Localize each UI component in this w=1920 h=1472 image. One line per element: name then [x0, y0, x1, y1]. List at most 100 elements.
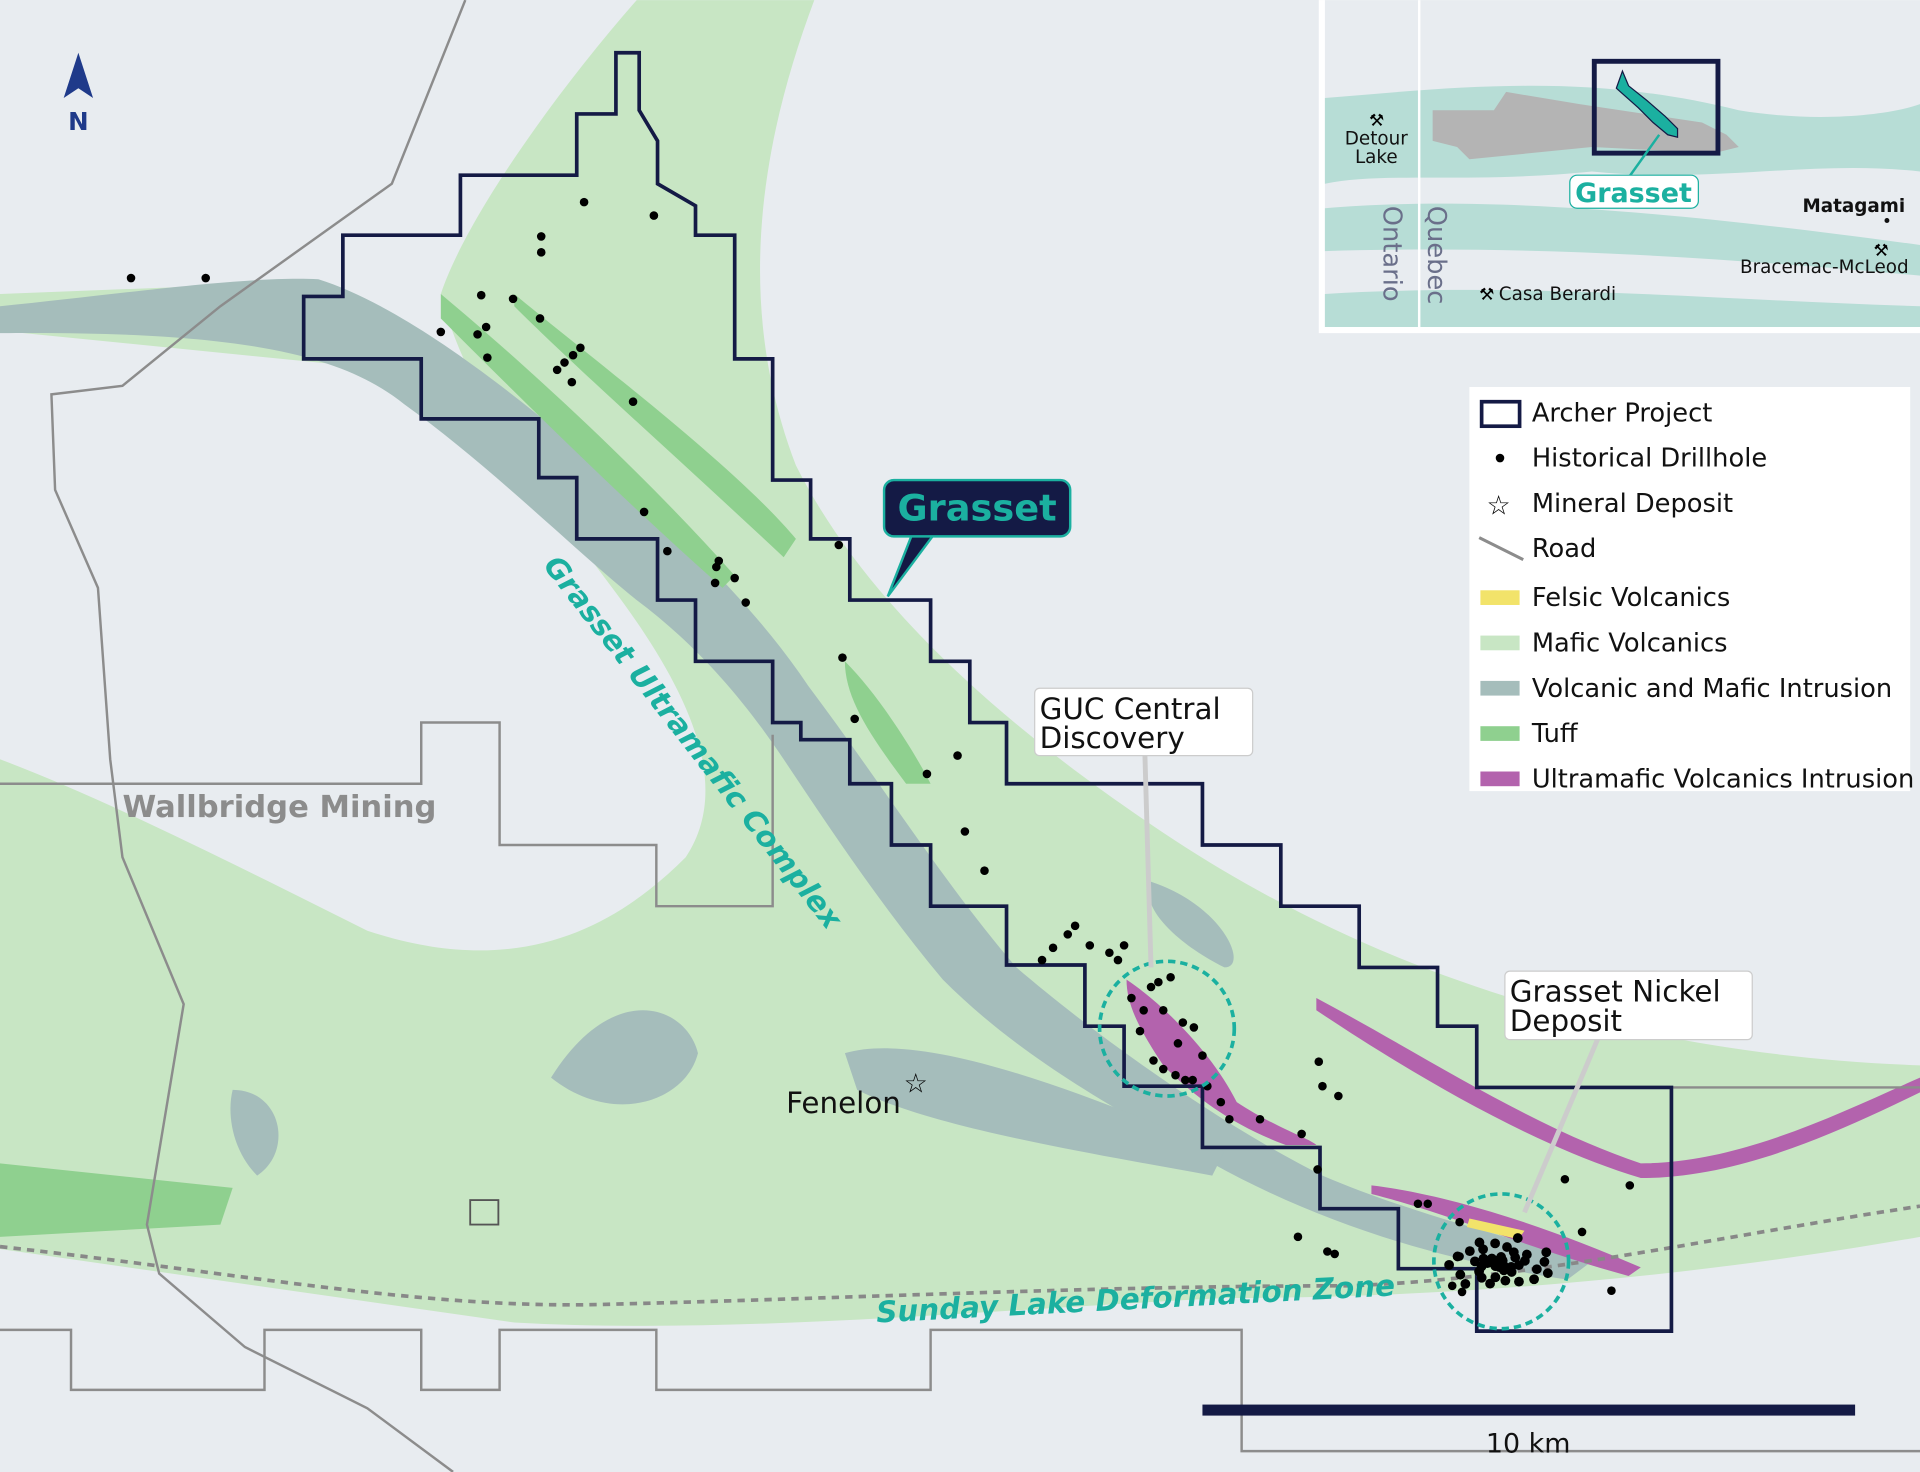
- drillhole: [1541, 1247, 1552, 1258]
- drillhole: [552, 365, 562, 375]
- legend-item: Road: [1478, 534, 1596, 564]
- drillhole: [980, 866, 989, 875]
- inset-quebec: Quebec: [1421, 206, 1451, 305]
- drillhole: [536, 232, 546, 241]
- drillhole: [1113, 955, 1123, 965]
- inset-grasset-label: Grasset: [1575, 178, 1692, 209]
- drillhole: [1127, 993, 1136, 1003]
- guc-callout: [1034, 687, 1254, 757]
- grasset-callout: [882, 478, 1072, 538]
- drillhole: [730, 573, 739, 583]
- legend-item: Historical Drillhole: [1495, 444, 1767, 474]
- north-arrow-icon: [63, 52, 94, 99]
- inset-map: Grasset ⚒ Detour Lake Ontario Quebec ⚒ C…: [1318, 0, 1920, 334]
- volcanic-mafic-intrusion: [230, 1089, 279, 1176]
- svg-text:Lake: Lake: [1355, 147, 1398, 168]
- drillhole: [1070, 921, 1080, 931]
- drillhole: [1455, 1269, 1466, 1280]
- nickel-deposit-circle: [1432, 1192, 1571, 1331]
- legend-label: Ultramafic Volcanics Intrusion: [1532, 764, 1914, 794]
- legend-label: Felsic Volcanics: [1532, 583, 1730, 613]
- drillhole: [1510, 1252, 1521, 1263]
- drillhole: [1607, 1286, 1616, 1295]
- nickel-leader: [1522, 1037, 1601, 1214]
- drillhole: [1318, 1081, 1327, 1091]
- drillhole: [1514, 1276, 1524, 1287]
- volcanic-mafic-intrusion: [844, 1048, 1225, 1176]
- drillhole: [508, 294, 518, 304]
- tuff: [514, 293, 796, 558]
- felsic-volcanics: [1466, 1218, 1525, 1240]
- legend-label: Tuff: [1531, 719, 1579, 749]
- drillhole: [838, 653, 847, 662]
- swatch-icon: [1480, 726, 1520, 741]
- drillhole: [1539, 1256, 1550, 1267]
- legend-label: Mafic Volcanics: [1532, 629, 1728, 659]
- legend-item: Archer Project: [1479, 398, 1712, 429]
- drillhole: [1048, 943, 1058, 953]
- road: [0, 721, 774, 908]
- drillhole: [1105, 948, 1114, 958]
- star-icon: ☆: [1487, 490, 1511, 520]
- legend-item: Tuff: [1480, 719, 1579, 749]
- drillhole: [639, 507, 649, 517]
- drillhole: [473, 330, 482, 339]
- small-claim: [469, 1199, 500, 1226]
- archer-project-boundary[interactable]: [301, 50, 1674, 1333]
- drillhole: [1173, 1039, 1183, 1048]
- drillhole: [1330, 1249, 1339, 1259]
- drillhole: [1447, 1281, 1457, 1291]
- drillhole: [1482, 1258, 1493, 1269]
- project-box-icon: [1479, 399, 1522, 429]
- legend-label: Mineral Deposit: [1532, 489, 1733, 519]
- legend-item: Ultramafic Volcanics Intrusion: [1480, 764, 1914, 794]
- drillhole: [536, 248, 546, 257]
- mine-icon: ⚒: [1479, 284, 1494, 304]
- drillhole: [1514, 1260, 1524, 1271]
- drillhole: [476, 290, 486, 300]
- svg-text:Bracemac-McLeod: Bracemac-McLeod: [1740, 257, 1909, 278]
- drillhole: [1297, 1129, 1306, 1139]
- drillhole: [1119, 941, 1129, 950]
- drillhole: [436, 327, 446, 337]
- drillhole: [1189, 1023, 1199, 1032]
- drillholes: [126, 197, 1635, 1297]
- sunday-lake-fault: [0, 1204, 1920, 1307]
- drillhole: [663, 546, 672, 556]
- drillhole: [712, 562, 721, 572]
- drillhole: [1323, 1247, 1332, 1256]
- drillhole: [1413, 1199, 1423, 1209]
- drillhole: [1502, 1242, 1512, 1252]
- drillhole: [1146, 982, 1156, 992]
- drillhole: [1478, 1244, 1488, 1255]
- drillhole: [953, 751, 962, 760]
- road: [0, 1328, 1920, 1453]
- guc-leader: [1142, 754, 1154, 968]
- legend-item: Volcanic and Mafic Intrusion: [1480, 674, 1892, 704]
- drillhole: [481, 322, 491, 332]
- legend-item: Felsic Volcanics: [1480, 583, 1730, 613]
- svg-text:Casa Berardi: Casa Berardi: [1499, 284, 1616, 305]
- swatch-icon: [1480, 590, 1520, 605]
- drillhole: [1198, 1051, 1207, 1060]
- fenelon-label: Fenelon: [786, 1086, 901, 1120]
- drillhole: [1542, 1268, 1553, 1279]
- mine-icon: ⚒: [1369, 110, 1384, 130]
- drillhole: [1460, 1278, 1471, 1289]
- drillhole: [628, 397, 638, 406]
- drillhole: [1529, 1274, 1539, 1285]
- guc-discovery-circle: [1097, 959, 1237, 1098]
- nickel-label-1: Grasset Nickel: [1510, 975, 1721, 1009]
- drillhole: [1255, 1114, 1265, 1124]
- drillhole: [1490, 1238, 1501, 1249]
- drillhole: [850, 714, 859, 724]
- drillhole: [1178, 1018, 1188, 1027]
- drillhole: [1444, 1259, 1455, 1270]
- drillhole: [1452, 1251, 1463, 1262]
- swatch-icon: [1480, 635, 1520, 651]
- drillhole: [922, 769, 932, 779]
- drillhole: [1063, 930, 1073, 939]
- drillhole: [1166, 972, 1175, 982]
